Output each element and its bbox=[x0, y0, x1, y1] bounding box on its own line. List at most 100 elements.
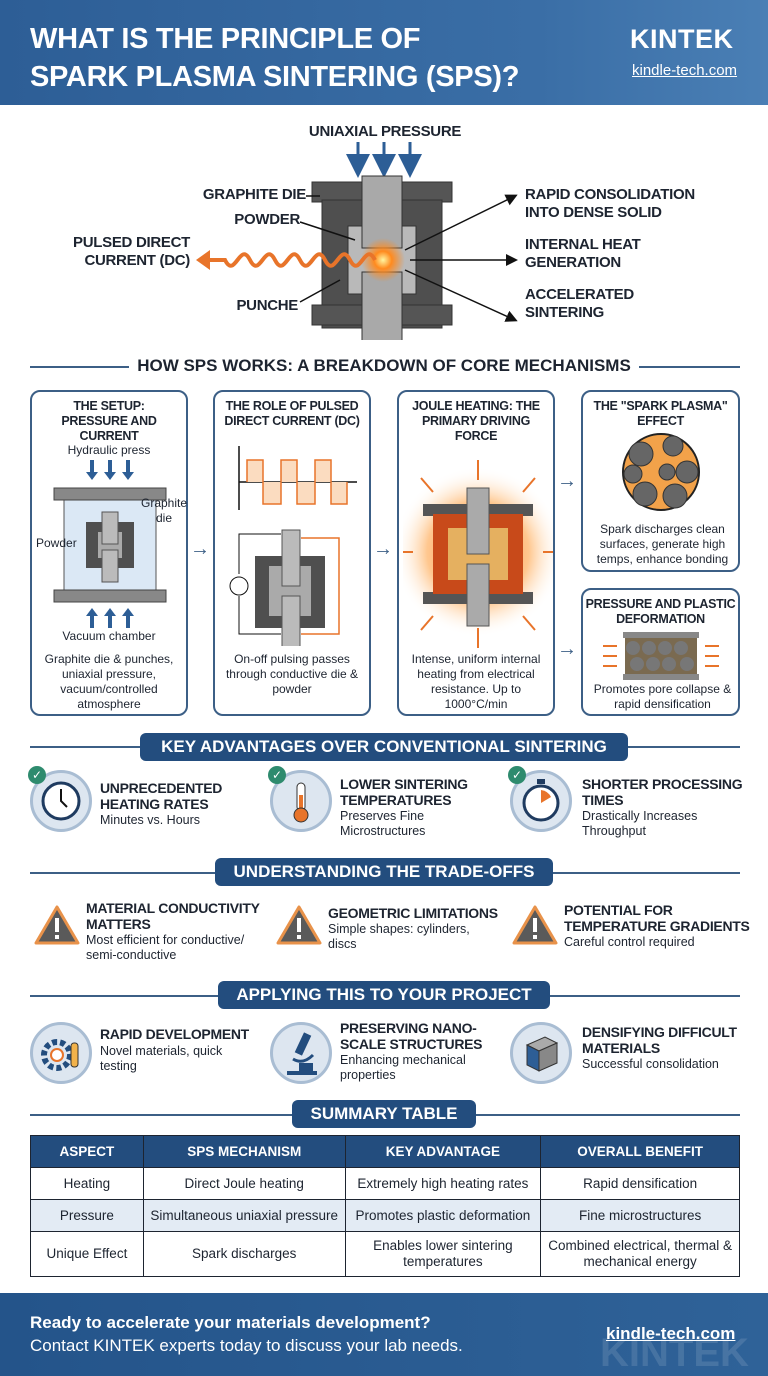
card-title: THE ROLE OF PULSED DIRECT CURRENT (DC) bbox=[224, 399, 360, 428]
footer: Ready to accelerate your materials devel… bbox=[0, 1293, 768, 1376]
item-title: MATERIAL CONDUCTIVITY MATTERS bbox=[86, 900, 260, 932]
how-sps-works-title: HOW SPS WORKS: A BREAKDOWN OF CORE MECHA… bbox=[129, 356, 639, 375]
particles-spark-icon bbox=[622, 433, 700, 511]
title-line-2: SPARK PLASMA SINTERING (SPS)? bbox=[30, 61, 520, 93]
kintek-logo: KINTEK bbox=[630, 24, 734, 54]
graphite-die-label: Graphite die bbox=[140, 496, 188, 525]
powder-label: POWDER bbox=[234, 211, 300, 228]
arrow-right-icon: → bbox=[557, 470, 577, 492]
item-title: DENSIFYING DIFFICULT MATERIALS bbox=[582, 1024, 737, 1056]
table-cell: Spark discharges bbox=[142, 1231, 346, 1277]
footer-site-link[interactable]: kindle-tech.com bbox=[606, 1324, 736, 1343]
check-icon: ✓ bbox=[28, 766, 46, 784]
outcome-consolidation: RAPID CONSOLIDATION INTO DENSE SOLID bbox=[525, 186, 695, 221]
uniaxial-pressure-label: UNIAXIAL PRESSURE bbox=[308, 123, 462, 140]
powder-label: Powder bbox=[36, 536, 77, 550]
sps-hero-diagram bbox=[196, 142, 518, 340]
microscope-icon bbox=[270, 1022, 332, 1084]
card-pressure-deformation: PRESSURE AND PLASTIC DEFORMATION Promote… bbox=[581, 588, 740, 716]
column-header: OVERALL BENEFIT bbox=[540, 1135, 740, 1168]
setup-diagram bbox=[53, 460, 167, 628]
applying-title: APPLYING THIS TO YOUR PROJECT bbox=[218, 981, 550, 1009]
table-cell: Pressure bbox=[30, 1199, 144, 1232]
item-desc: Careful control required bbox=[564, 935, 695, 949]
card-setup: THE SETUP: PRESSURE AND CURRENT Hydrauli… bbox=[30, 390, 188, 716]
outcome-sintering: ACCELERATED SINTERING bbox=[525, 286, 634, 321]
item-title: GEOMETRIC LIMITATIONS bbox=[328, 905, 498, 921]
column-header: ASPECT bbox=[30, 1135, 144, 1168]
item-title: LOWER SINTERING TEMPERATURES bbox=[340, 776, 468, 808]
card-desc: Graphite die & punches, uniaxial pressur… bbox=[44, 652, 174, 711]
vacuum-chamber-label: Vacuum chamber bbox=[62, 629, 156, 643]
table-cell: Promotes plastic deformation bbox=[344, 1199, 542, 1232]
graphite-die-label: GRAPHITE DIE bbox=[202, 186, 306, 203]
warning-icon bbox=[512, 905, 558, 945]
table-cell: Unique Effect bbox=[30, 1231, 144, 1277]
item-title: UNPRECEDENTED HEATING RATES bbox=[100, 780, 223, 812]
table-cell: Direct Joule heating bbox=[142, 1167, 346, 1200]
table-cell: Rapid densification bbox=[540, 1167, 740, 1200]
spark-icon bbox=[361, 238, 405, 282]
arrow-right-icon: → bbox=[190, 538, 210, 560]
table-cell: Simultaneous uniaxial pressure bbox=[142, 1199, 346, 1232]
item-desc: Simple shapes: cylinders, discs bbox=[328, 922, 470, 951]
tradeoffs-title: UNDERSTANDING THE TRADE-OFFS bbox=[215, 858, 553, 886]
advantages-title: KEY ADVANTAGES OVER CONVENTIONAL SINTERI… bbox=[140, 733, 628, 761]
item-title: SHORTER PROCESSING TIMES bbox=[582, 776, 743, 808]
cube-icon bbox=[510, 1022, 572, 1084]
arrow-right-icon: → bbox=[557, 638, 577, 660]
card-joule-heating: JOULE HEATING: THE PRIMARY DRIVING FORCE… bbox=[397, 390, 555, 716]
kintek-watermark: KINTEK bbox=[600, 1331, 749, 1375]
arrow-right-icon: → bbox=[373, 538, 393, 560]
punche-label: PUNCHE bbox=[236, 297, 298, 314]
outcome-heat: INTERNAL HEAT GENERATION bbox=[525, 236, 641, 271]
table-cell: Enables lower sintering temperatures bbox=[344, 1231, 542, 1277]
card-pulsed-dc: THE ROLE OF PULSED DIRECT CURRENT (DC) O… bbox=[213, 390, 371, 716]
item-desc: Preserves Fine Microstructures bbox=[340, 809, 426, 838]
check-icon: ✓ bbox=[268, 766, 286, 784]
card-title: THE "SPARK PLASMA" EFFECT bbox=[593, 399, 728, 428]
card-desc: On-off pulsing passes through conductive… bbox=[225, 652, 359, 696]
item-desc: Enhancing mechanical properties bbox=[340, 1053, 466, 1082]
item-desc: Novel materials, quick testing bbox=[100, 1044, 223, 1073]
card-desc: Promotes pore collapse & rapid densifica… bbox=[593, 682, 732, 711]
footer-cta-text: Contact KINTEK experts today to discuss … bbox=[30, 1336, 463, 1355]
warning-icon bbox=[276, 905, 322, 945]
summary-title: SUMMARY TABLE bbox=[292, 1100, 476, 1128]
item-title: PRESERVING NANO- SCALE STRUCTURES bbox=[340, 1020, 483, 1052]
warning-icon bbox=[34, 905, 80, 945]
table-cell: Fine microstructures bbox=[540, 1199, 740, 1232]
footer-cta-heading: Ready to accelerate your materials devel… bbox=[30, 1313, 431, 1332]
item-title: RAPID DEVELOPMENT bbox=[100, 1026, 249, 1042]
column-header: SPS MECHANISM bbox=[142, 1135, 346, 1168]
card-desc: Intense, uniform internal heating from e… bbox=[411, 652, 541, 711]
card-title: JOULE HEATING: THE PRIMARY DRIVING FORCE bbox=[412, 399, 540, 443]
site-link[interactable]: kindle-tech.com bbox=[632, 62, 738, 79]
pressure-arrows bbox=[346, 142, 422, 178]
item-desc: Drastically Increases Throughput bbox=[582, 809, 698, 838]
item-desc: Most efficient for conductive/ semi-cond… bbox=[86, 933, 245, 962]
card-desc: Spark discharges clean surfaces, generat… bbox=[596, 522, 729, 566]
card-title: PRESSURE AND PLASTIC DEFORMATION bbox=[585, 597, 736, 626]
hydraulic-press-label: Hydraulic press bbox=[67, 443, 151, 457]
item-title: POTENTIAL FOR TEMPERATURE GRADIENTS bbox=[564, 902, 750, 934]
item-desc: Successful consolidation bbox=[582, 1057, 719, 1071]
pulse-circuit-diagram bbox=[229, 446, 357, 646]
table-cell: Combined electrical, thermal & mechanica… bbox=[540, 1231, 740, 1277]
card-title: THE SETUP: PRESSURE AND CURRENT bbox=[61, 399, 157, 443]
table-cell: Extremely high heating rates bbox=[344, 1167, 542, 1200]
card-spark-plasma: THE "SPARK PLASMA" EFFECT Spark discharg… bbox=[581, 390, 740, 572]
check-icon: ✓ bbox=[508, 766, 526, 784]
pulsed-dc-label: PULSED DIRECT CURRENT (DC) bbox=[73, 234, 190, 269]
joule-heating-diagram bbox=[403, 460, 553, 648]
lower-punch bbox=[361, 271, 403, 340]
compression-icon bbox=[603, 632, 719, 680]
column-header: KEY ADVANTAGE bbox=[344, 1135, 542, 1168]
